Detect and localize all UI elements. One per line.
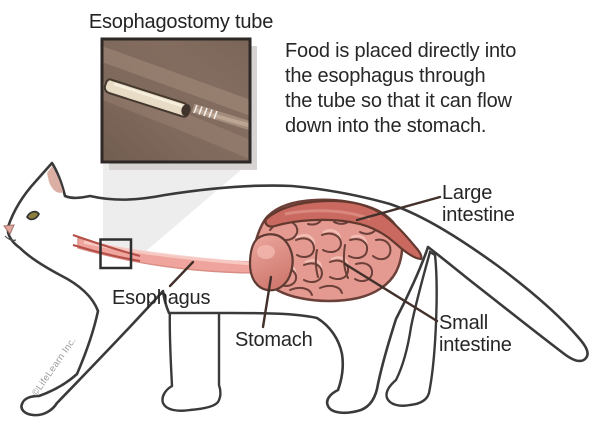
cat-eye — [26, 210, 40, 221]
cat-far-rear-leg — [385, 250, 438, 407]
label-large-intestine: Large intestine — [442, 182, 515, 226]
pointer-lines — [168, 195, 442, 329]
large-intestine-shape — [264, 199, 423, 261]
large-intestine-highlight — [284, 209, 371, 221]
tube-site-marker — [99, 238, 133, 270]
inset-title: Esophagostomy tube — [88, 11, 274, 33]
description-line-2: the esophagus through — [285, 65, 486, 87]
esophagus-pointer — [168, 260, 195, 288]
description-line-4: down into the stomach. — [285, 115, 487, 137]
cat-far-front-leg — [161, 303, 222, 412]
stomach-pointer — [261, 275, 273, 329]
description-line-1: Food is placed directly into — [285, 40, 517, 62]
esophagus-neck-line-2 — [72, 244, 141, 262]
label-small-intestine: Small intestine — [439, 312, 512, 356]
large-intestine-pointer — [355, 195, 442, 222]
description-line-3: the tube so that it can flow — [285, 90, 512, 112]
tube-hole-marks — [193, 104, 218, 120]
inset-tube-drawing — [102, 39, 250, 162]
esophagus-neck-line-1 — [72, 234, 141, 257]
description-text: Food is placed directly into the esophag… — [285, 39, 590, 139]
cat-inner-ear — [47, 166, 63, 193]
label-stomach: Stomach — [235, 329, 313, 351]
cat-nose — [3, 224, 15, 235]
cat-mouth-line — [4, 235, 17, 241]
small-intestine-pointer — [343, 262, 439, 323]
tube-highlight — [113, 82, 183, 108]
label-esophagus: Esophagus — [112, 287, 211, 309]
stomach-highlight — [257, 245, 275, 259]
inset-projection-wedge — [103, 164, 248, 262]
tube-tip — [181, 104, 191, 116]
inset-box-border — [100, 37, 252, 164]
